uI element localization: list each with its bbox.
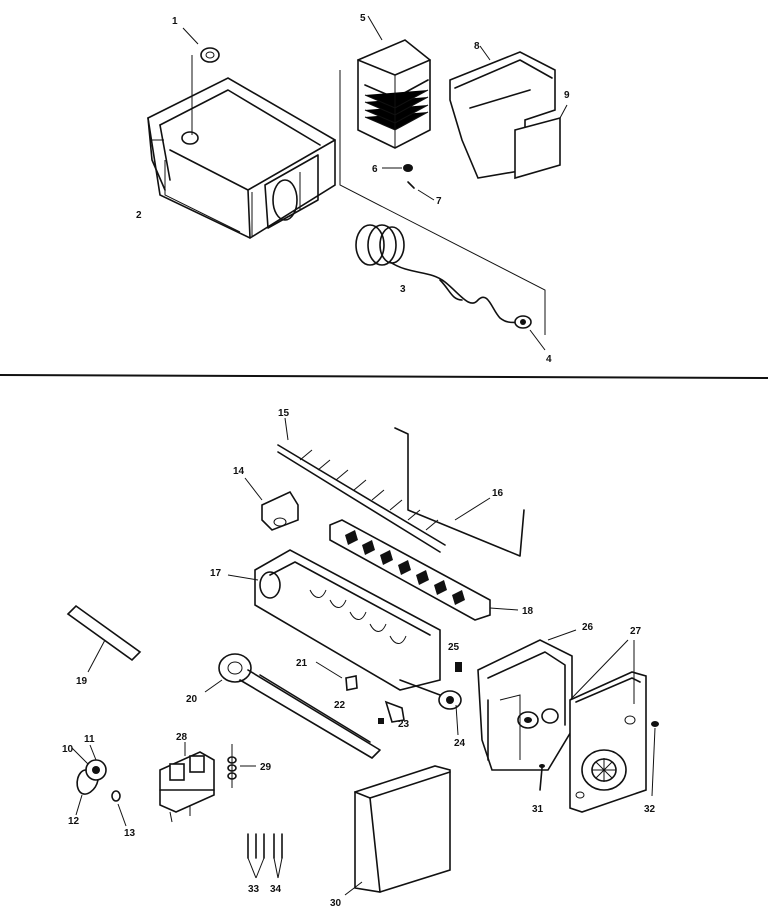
callout-9: 9 bbox=[564, 90, 570, 101]
callout-22: 22 bbox=[334, 700, 346, 711]
duct-cover-part bbox=[357, 15, 431, 149]
callout-2: 2 bbox=[136, 210, 142, 221]
callout-26: 26 bbox=[582, 622, 594, 633]
callout-labels: 1 2 3 4 5 6 7 8 9 10 11 12 13 14 15 16 1… bbox=[62, 13, 656, 909]
mold-shield-part bbox=[394, 427, 525, 557]
callout-15: 15 bbox=[278, 408, 290, 419]
callout-13: 13 bbox=[124, 828, 136, 839]
callout-25: 25 bbox=[448, 642, 460, 653]
ice-mold-part bbox=[227, 549, 441, 691]
callout-20: 20 bbox=[186, 694, 198, 705]
callout-5: 5 bbox=[360, 13, 366, 24]
heater-terminal-part bbox=[514, 315, 546, 351]
callout-32: 32 bbox=[644, 804, 656, 815]
callout-16: 16 bbox=[492, 488, 504, 499]
section-divider bbox=[0, 374, 768, 379]
callout-23: 23 bbox=[398, 719, 410, 730]
callout-21: 21 bbox=[296, 658, 308, 669]
callout-24: 24 bbox=[454, 738, 466, 749]
callout-6: 6 bbox=[372, 164, 378, 175]
valve-coil-part bbox=[71, 744, 127, 827]
control-housing-part bbox=[477, 629, 577, 771]
callout-10: 10 bbox=[62, 744, 74, 755]
ejector-rake-part bbox=[277, 417, 446, 553]
callout-17: 17 bbox=[210, 568, 222, 579]
callout-7: 7 bbox=[436, 196, 442, 207]
callout-29: 29 bbox=[260, 762, 272, 773]
chute-door-part bbox=[514, 104, 568, 180]
callout-27: 27 bbox=[630, 626, 642, 637]
callout-4: 4 bbox=[546, 354, 552, 365]
bushing-part bbox=[399, 662, 462, 736]
callout-19: 19 bbox=[76, 676, 88, 687]
callout-30: 30 bbox=[330, 898, 342, 909]
callout-12: 12 bbox=[68, 816, 80, 827]
stripper-part bbox=[329, 519, 519, 621]
callout-18: 18 bbox=[522, 606, 534, 617]
callout-34: 34 bbox=[270, 884, 282, 895]
callout-8: 8 bbox=[474, 41, 480, 52]
callout-1: 1 bbox=[172, 16, 178, 27]
callout-33: 33 bbox=[248, 884, 260, 895]
water-valve-part bbox=[159, 742, 215, 823]
drain-tube-part bbox=[66, 604, 142, 673]
bucket-knob-part bbox=[182, 27, 220, 135]
callout-11: 11 bbox=[84, 734, 95, 745]
callout-31: 31 bbox=[532, 804, 544, 815]
callout-3: 3 bbox=[400, 284, 406, 295]
callout-28: 28 bbox=[176, 732, 188, 743]
mounting-screws-part bbox=[539, 721, 659, 797]
valve-fittings-part bbox=[227, 744, 256, 788]
callout-14: 14 bbox=[233, 466, 245, 477]
heater-coil-part bbox=[355, 224, 525, 325]
nut-screw-parts bbox=[382, 164, 435, 201]
screw-set-part bbox=[247, 833, 283, 879]
ice-bucket-part bbox=[147, 77, 336, 239]
fill-tube-part bbox=[204, 653, 405, 759]
motor-plate-part bbox=[569, 639, 647, 813]
control-cover-part bbox=[344, 765, 451, 896]
thermostat-part bbox=[244, 477, 299, 531]
